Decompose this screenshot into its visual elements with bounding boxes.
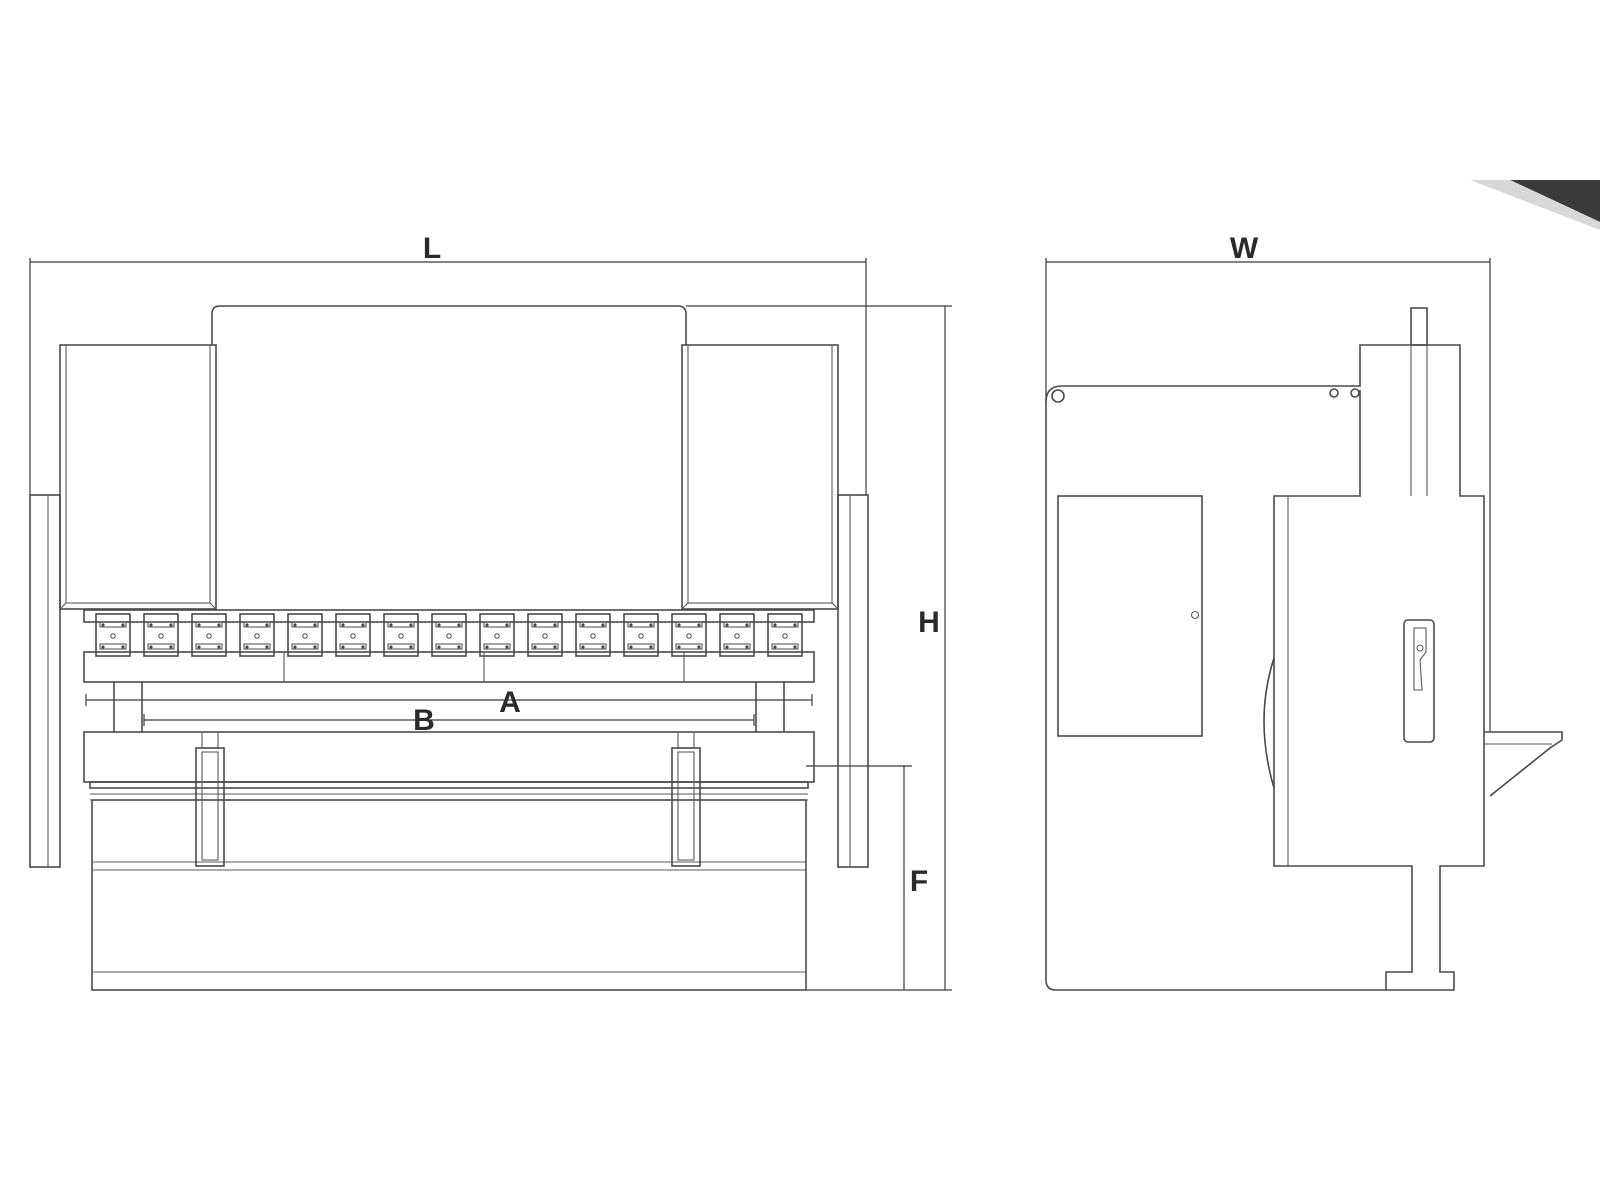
upper-beam [83,651,815,683]
piston-rod [1410,307,1428,346]
dimension-b-label: B [413,704,435,737]
die-clamp [143,613,179,657]
cylinder-housing-left [59,344,217,610]
dimension-a [85,694,813,706]
worktable [83,731,815,801]
die-clamp [431,613,467,657]
cylinder-housing-right [681,344,839,610]
die-clamp [335,613,371,657]
side-handle [1403,619,1435,743]
dimension-w-label: W [1230,232,1259,265]
side-view [1045,258,1563,991]
corner-band-shade [1470,180,1600,230]
die-clamp [527,613,563,657]
die-clamp [95,613,131,657]
die-clamp-row [95,613,803,657]
dimension-h-label: H [918,606,940,639]
die-clamp [287,613,323,657]
die-clamp [191,613,227,657]
dimension-f-label: F [910,865,928,898]
clamp-rail [83,609,815,623]
dimension-l [29,258,867,495]
die-clamp [767,613,803,657]
dimension-l-label: L [423,232,441,265]
dimension-f [806,765,912,990]
dimension-b [143,714,755,726]
die-clamp [383,613,419,657]
side-frame-right [837,494,869,868]
pivot-hole [1350,388,1360,398]
pivot-hole [1051,389,1065,403]
dimension-w [1045,258,1491,732]
die-clamp [671,613,707,657]
die-clamp [575,613,611,657]
cabinet-lock [1190,610,1200,620]
top-cross-bar [211,305,687,345]
ram-arc [1263,657,1275,789]
dimension-h [686,305,952,991]
dimension-a-label: A [499,686,521,719]
die-clamp [623,613,659,657]
side-frame-left [29,494,61,868]
lower-body [91,799,807,991]
die-clamp [719,613,755,657]
die-clamp [479,613,515,657]
side-outline [1045,344,1485,991]
front-support-arm [1484,731,1563,797]
backgauge-column-left [195,731,225,867]
pivot-hole [1329,388,1339,398]
die-clamp [239,613,275,657]
electrical-cabinet [1057,495,1203,737]
front-view [29,258,952,991]
backgauge-column-right [671,731,701,867]
